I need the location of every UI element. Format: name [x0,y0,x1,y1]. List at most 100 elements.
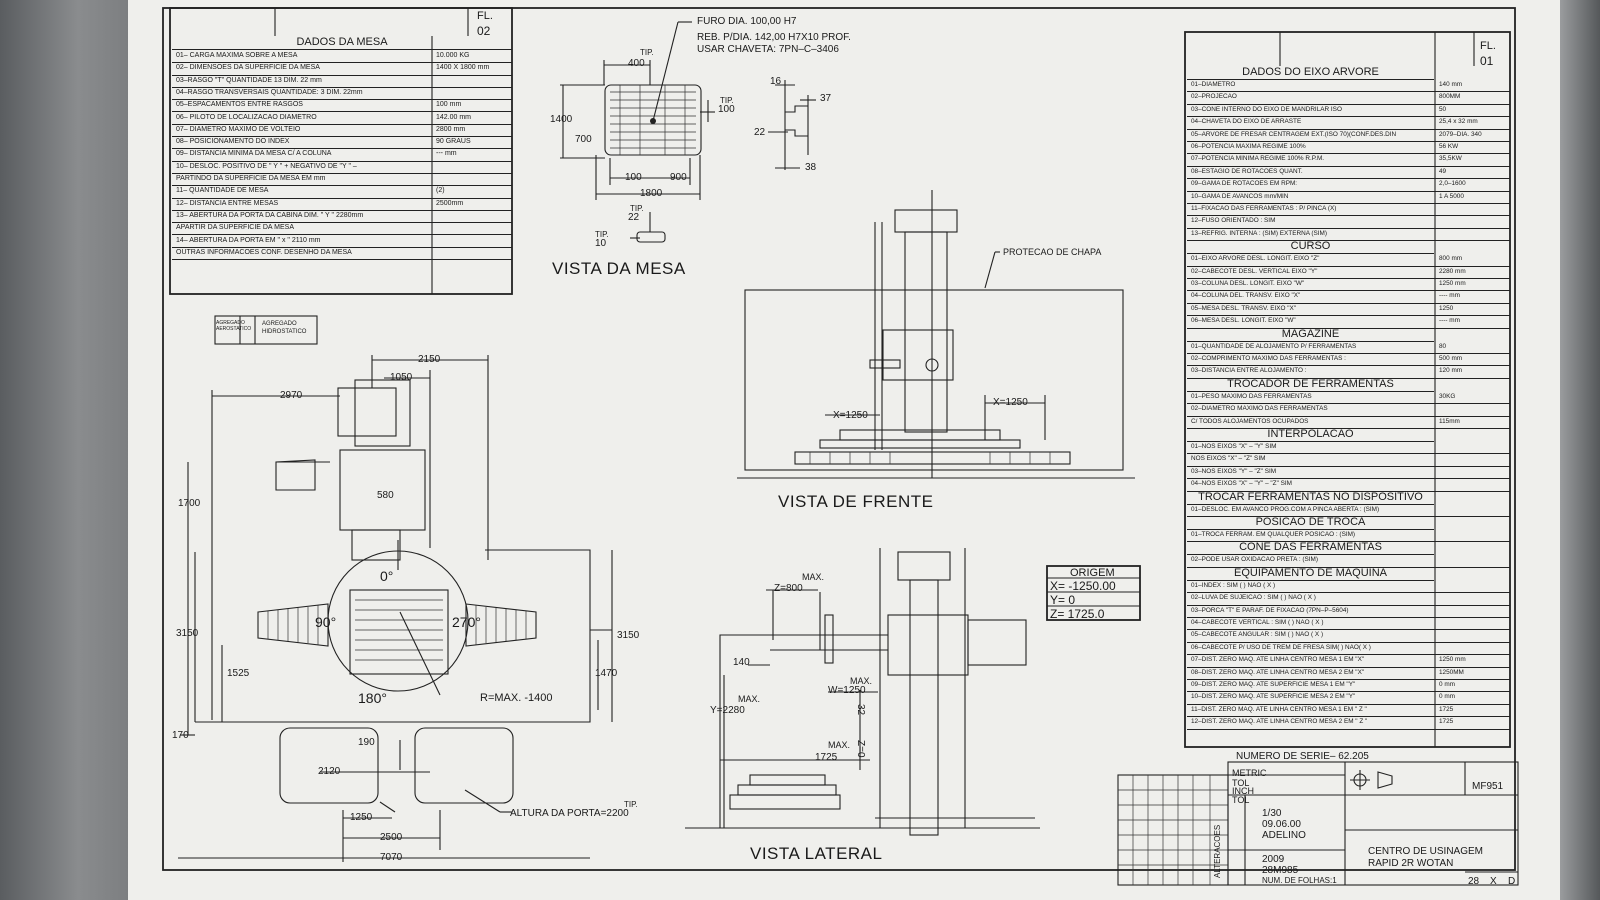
dim-170: 170 [172,730,189,741]
eixo-row-label: 04–NOS EIXOS "X" – "Y" – "Z" SIM [1191,480,1292,488]
lateral-z800: Z=800 [774,583,803,594]
eixo-section-title: POSICAO DE TROCA [1187,516,1434,530]
mesa-row-label: 10– DESLOC. POSITIVO DE " Y " + NEGATIVO… [176,162,357,170]
eixo-sheet-num: 01 [1480,54,1494,68]
eixo-table-row: 09–GAMA DE ROTACOES EM RPM:2,0–1600 [1187,178,1510,192]
eixo-table-row: 06–MESA DESL. LONGIT. EIXO "W"---- mm [1187,315,1510,329]
mesa-row-value: --- mm [436,150,457,158]
eixo-table-row: 03–PORCA "T" E PARAF. DE FIXACAO (7PN–P–… [1187,605,1510,618]
eixo-table-row: NOS EIXOS "X" – "Z" SIM [1187,453,1510,467]
eixo-table-row: 03–COLUNA DESL. LONGIT. EIXO "W"1250 mm [1187,278,1510,292]
part-code: MF951 [1472,781,1504,792]
eixo-table-row: 02–COMPRIMENTO MAXIMO DAS FERRAMENTAS :5… [1187,353,1510,367]
lateral-z0: Z=0 [855,740,866,758]
mesa-table-row: PARTINDO DA SUPERFICIE DA MESA EM mm [172,173,512,187]
eixo-table-row: 06–CABECOTE P/ USO DE TREM DE FRESA SIM(… [1187,642,1510,656]
dim-700: 700 [575,134,592,145]
eixo-table-row: 06–POTENCIA MAXIMA REGIME 100%56 KW [1187,141,1510,155]
eixo-row-value: 120 mm [1439,367,1463,375]
alteracoes-label: ALTERACOES [1213,824,1222,878]
eixo-row-value: 2280 mm [1439,267,1466,275]
mesa-table-row: APARTIR DA SUPERFICIE DA MESA [172,222,512,236]
eixo-row-label: 07–POTENCIA MINIMA REGIME 100% R.P.M. [1191,155,1325,163]
eixo-row-label: 12–FUSO ORIENTADO : SIM [1191,217,1276,225]
eixo-row-value: 1250MM [1439,668,1464,676]
eixo-row-label: 01–QUANTIDADE DE ALOJAMENTO P/ FERRAMENT… [1191,342,1357,350]
mesa-row-value: 10.000 KG [436,52,470,59]
eixo-row-label: 05–ARVORE DE FRESAR CENTRAGEM EXT.(ISO 7… [1191,130,1397,138]
sheet-number: 28 [1468,876,1480,887]
eixo-row-label: 05–MESA DESL. TRANSV. EIXO "X" [1191,304,1297,312]
eixo-table-row: 11–FIXACAO DAS FERRAMENTAS : P/ PINCA (X… [1187,203,1510,217]
eixo-row-value: 80 [1439,342,1447,350]
dim-37: 37 [820,93,832,104]
eixo-section-title: CONE DAS FERRAMENTAS [1187,541,1434,556]
eixo-section-title: MAGAZINE [1187,328,1434,342]
dim-1525: 1525 [227,668,250,679]
dim-10: 10 [595,238,607,249]
lateral-32: 32 [855,704,866,716]
eixo-table-row: 04–NOS EIXOS "X" – "Y" – "Z" SIM [1187,478,1510,492]
inch-label: INCH [1232,786,1254,796]
dim-tip-1: TIP. [640,48,654,57]
mesa-row-label: OUTRAS INFORMACOES CONF. DESENHO DA MESA [176,248,352,256]
eixo-table-row: 01–NOS EIXOS "X" – "Y" SIM [1187,441,1510,455]
mesa-table-row: 13– ABERTURA DA PORTA DA CABINA DIM. " Y… [172,210,512,224]
eixo-row-value: 800MM [1439,93,1461,101]
dim-2500: 2500 [380,832,403,843]
vista-lateral-title: VISTA LATERAL [750,844,883,863]
mesa-row-label: 07– DIAMETRO MAXIMO DE VOLTEIO [176,125,301,133]
lateral-max-4: MAX. [828,740,851,750]
eixo-row-label: 01–PESO MAXIMO DAS FERRAMENTAS [1191,392,1312,400]
eixo-row-label: 04–COLUNA DEL. TRANSV. EIXO "X" [1191,292,1301,300]
mesa-row-label: 11– QUANTIDADE DE MESA [176,187,269,195]
eixo-table-row: 01–INDEX : SIM ( ) NAO ( X ) [1187,580,1510,594]
mesa-note-3: USAR CHAVETA: 7PN–C–3406 [697,44,839,55]
vista-de-frente-title: VISTA DE FRENTE [778,492,934,511]
eixo-row-label: NOS EIXOS "X" – "Z" SIM [1191,455,1266,463]
eixo-row-label: 08–ESTAGIO DE ROTACOES QUANT. [1191,167,1303,175]
eixo-section-title: DADOS DO EIXO ARVORE [1187,66,1434,80]
door-height-label: ALTURA DA PORTA=2200 [510,808,629,819]
mesa-table-row: OUTRAS INFORMACOES CONF. DESENHO DA MESA [172,247,512,261]
origem-z: Z= 1725.0 [1050,607,1105,621]
dim-1800: 1800 [640,188,663,199]
lateral-1725: 1725 [815,752,838,763]
mesa-row-value: 2800 mm [436,125,466,133]
eixo-row-value: 1250 mm [1439,280,1466,287]
mesa-table-row: 04–RASGO TRANSVERSAIS QUANTIDADE: 3 DIM.… [172,87,512,101]
eixo-row-value: 1250 mm [1439,656,1466,664]
eixo-row-value: 56 KW [1439,143,1459,150]
dim-2150: 2150 [418,354,441,365]
eixo-section-title: CURSO [1187,240,1434,255]
origem-y: Y= 0 [1050,593,1076,607]
eixo-row-label: 02–COMPRIMENTO MAXIMO DAS FERRAMENTAS : [1191,355,1346,362]
eixo-row-label: 11–DIST. ZERO MAQ. ATE LINHA CENTRO MESA… [1191,705,1367,713]
eixo-table-row: 01–DESLOC. EM AVANCO PROG.COM A PINCA AB… [1187,504,1510,517]
dim-tip-4: TIP. [595,230,609,239]
eixo-table-row: 05–MESA DESL. TRANSV. EIXO "X"1250 [1187,303,1510,317]
dim-2120: 2120 [318,766,341,777]
mesa-table-row: 03–RASGO "T" QUANTIDADE 13 DIM. 22 mm [172,75,512,88]
eixo-table-row: 04–COLUNA DEL. TRANSV. EIXO "X"---- mm [1187,290,1510,304]
mesa-row-value: (2) [436,187,445,195]
lateral-140: 140 [733,657,750,668]
origem-box [1046,565,1141,621]
legend-hidrostatico: AGREGADO HIDROSTATICO [262,321,307,335]
eixo-row-label: 06–CABECOTE P/ USO DE TREM DE FRESA SIM(… [1191,643,1371,651]
angle-180: 180° [358,690,387,706]
eixo-row-label: 03–DISTANCIA ENTRE ALOJAMENTO : [1191,367,1307,375]
scale-value: 1/30 [1262,808,1282,819]
eixo-row-value: 1725 [1439,718,1454,726]
eixo-row-value: ---- mm [1439,317,1460,325]
mesa-sheet-num: 02 [477,24,491,38]
eixo-row-value: 115mm [1439,417,1460,425]
eixo-row-value: 2079–DIA. 340 [1439,130,1482,138]
radius-label: R=MAX. -1400 [480,692,553,704]
